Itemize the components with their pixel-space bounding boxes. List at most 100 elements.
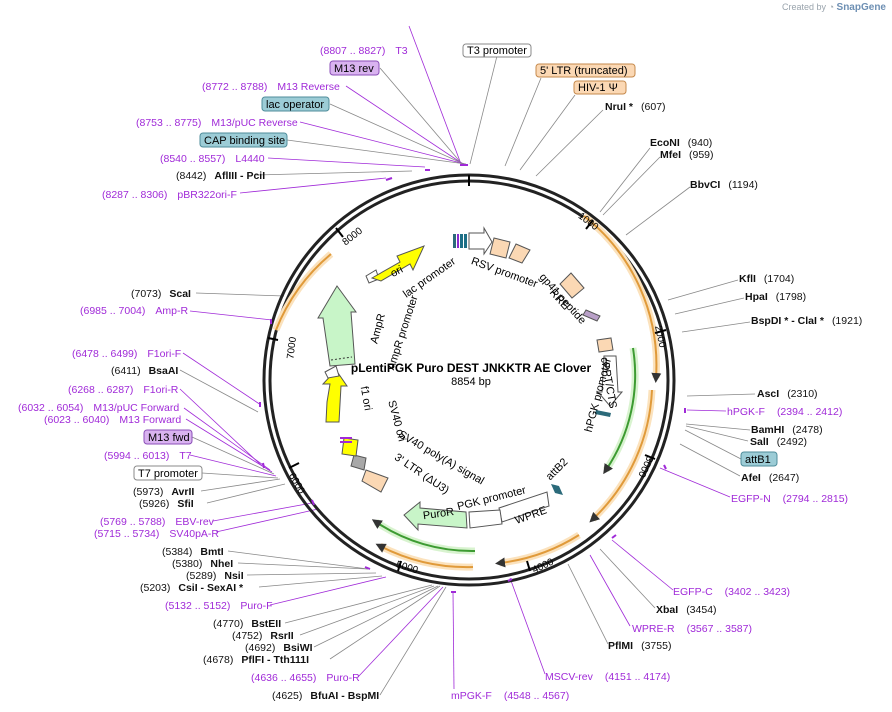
orf-arc-4-line xyxy=(375,543,474,569)
box-cap-text: CAP binding site xyxy=(204,135,285,147)
snapgene-logo-icon: ◔ xyxy=(828,2,835,12)
feature-shapes xyxy=(317,226,624,532)
label-gp41: gp41 peptide xyxy=(537,271,588,326)
box-t3-promoter-text: T3 promoter xyxy=(467,45,527,57)
mark-t7 xyxy=(340,441,352,443)
leader-nrui xyxy=(535,109,604,177)
leader-ebvrev xyxy=(212,502,313,522)
site-nhei: (5380)NheI xyxy=(172,558,233,570)
site-pflmi: PflMI(3755) xyxy=(608,640,671,652)
tick-marks xyxy=(267,175,667,572)
site-bsteii: (4770)BstEII xyxy=(213,618,281,630)
primer-labels-left: (8807 .. 8827)T3 (8772 .. 8788)M13 Rever… xyxy=(18,45,408,684)
leader-puror xyxy=(357,586,444,678)
feature-lacop-mark xyxy=(460,234,463,248)
primer-m13puc-reverse: (8753 .. 8775)M13/pUC Reverse xyxy=(136,117,298,129)
primer-egfp-c: EGFP-C(3402 .. 3423) xyxy=(673,586,790,598)
leader-nhei xyxy=(237,562,369,570)
ampr-arrow xyxy=(317,285,357,367)
primer-mscv-rev: MSCV-rev(4151 .. 4174) xyxy=(545,671,670,683)
label-ori: ori xyxy=(389,264,405,280)
leader-scai xyxy=(195,292,285,297)
primer-hpgk-f: hPGK-F(2394 .. 2412) xyxy=(727,406,842,418)
leader-m13pucf xyxy=(183,407,271,471)
leader-ampr xyxy=(189,310,273,321)
site-mfei: MfeI(959) xyxy=(660,149,714,161)
site-labels-right: NruI *(607) EcoNI(940) MfeI(959) BbvCI(1… xyxy=(605,101,862,652)
f1-ori-arrow xyxy=(321,369,348,423)
box-t7-promoter xyxy=(133,465,203,481)
snapgene-credit: Created by ◔ SnapGene xyxy=(782,2,886,13)
feature-attb1-mark xyxy=(595,410,611,417)
leader-lines xyxy=(179,25,756,696)
primer-ticks xyxy=(259,164,686,593)
site-avrii: (5973)AvrII xyxy=(133,486,194,498)
leader-m13f xyxy=(185,418,273,473)
box-m13fwd-text: M13 fwd xyxy=(148,432,190,444)
site-kfli: KflI(1704) xyxy=(739,273,794,285)
feature-3ltr-box xyxy=(361,469,389,493)
orf-arc-2-line xyxy=(589,389,653,523)
primer-wpre-r: WPRE-R(3567 .. 3587) xyxy=(632,623,752,635)
plasmid-size: 8854 bp xyxy=(451,376,491,388)
primer-sv40pa-r: (5715 .. 5734)SV40pA-R xyxy=(94,528,219,540)
feature-sv40ori-box xyxy=(341,437,359,457)
leader-m13fwd xyxy=(191,436,275,475)
primer-mpgk-f: mPGK-F(4548 .. 4567) xyxy=(451,690,569,702)
label-attb2: attB2 xyxy=(544,456,571,483)
primer-labels-right: hPGK-F(2394 .. 2412) EGFP-N(2794 .. 2815… xyxy=(451,406,848,702)
leader-lacop xyxy=(329,103,465,165)
site-scai: (7073)ScaI xyxy=(131,288,191,300)
box-cap xyxy=(199,132,288,148)
site-sali: SalI(2492) xyxy=(750,436,807,448)
ori-arrow xyxy=(370,245,425,282)
feature-hiv-box xyxy=(508,243,531,264)
leader-f1orif xyxy=(182,352,262,406)
box-m13fwd xyxy=(143,429,193,445)
site-csii: (5203)CsiI - SexAI * xyxy=(140,582,244,594)
primer-f1ori-f: (6478 .. 6499)F1ori-F xyxy=(72,348,181,360)
mark-m13fwd xyxy=(340,437,352,439)
feature-labels: RSV promoter RRE gp41 peptide cPPT/CTS h… xyxy=(358,255,619,527)
leader-bsaai xyxy=(179,369,259,413)
leader-attb1 xyxy=(684,429,742,460)
leader-t7 xyxy=(189,454,277,477)
feature-attb2-mark xyxy=(551,484,563,495)
puror-arrow xyxy=(403,500,468,532)
leader-cap xyxy=(286,139,467,165)
leader-xbai xyxy=(599,548,656,609)
leader-bsiwi xyxy=(313,585,439,648)
leader-bfuai xyxy=(379,586,447,696)
feature-cppt-box xyxy=(596,337,614,353)
leader-egfpc xyxy=(611,539,674,591)
label-puror: PuroR xyxy=(422,506,455,522)
orf-arc-1-line xyxy=(583,215,662,383)
leader-m13rev xyxy=(379,67,463,165)
leader-f1orir xyxy=(179,388,263,467)
leader-5ltr xyxy=(504,77,542,167)
label-f1ori: f1 ori xyxy=(358,385,374,411)
feature-gp41-mark xyxy=(582,309,601,322)
primer-t3: (8807 .. 8827)T3 xyxy=(320,45,408,57)
label-ampr: AmpR xyxy=(368,312,388,345)
leader-hiv xyxy=(519,94,576,171)
box-attb1-text: attB1 xyxy=(745,454,771,466)
primer-puro-r: (4636 .. 4655)Puro-R xyxy=(251,672,360,684)
leader-sv40par xyxy=(215,508,319,533)
site-nrui: NruI *(607) xyxy=(605,101,666,113)
plasmid-name: pLentiPGK Puro DEST JNKKTR AE Clover xyxy=(351,361,592,375)
label-rsv-promoter: RSV promoter xyxy=(469,255,539,290)
rsv-promoter-arrow xyxy=(468,226,493,256)
box-m13rev-text: M13 rev xyxy=(334,63,374,75)
leader-t3 xyxy=(408,25,462,165)
feature-sv40pa-box xyxy=(350,454,367,471)
orf-arc-2 xyxy=(590,389,656,522)
site-labels-left: (8442)AflIII - PciI (7073)ScaI (6411)Bsa… xyxy=(111,170,379,702)
site-hpai: HpaI(1798) xyxy=(745,291,806,303)
box-5ltr xyxy=(535,63,636,78)
primer-ampr: (6985 .. 7004)Amp-R xyxy=(80,305,188,317)
feature-rre-box xyxy=(559,272,585,299)
site-bbvci: BbvCI(1194) xyxy=(690,179,758,191)
leader-t3prom xyxy=(469,55,498,165)
label-sv40ori: SV40 ori xyxy=(385,399,408,443)
